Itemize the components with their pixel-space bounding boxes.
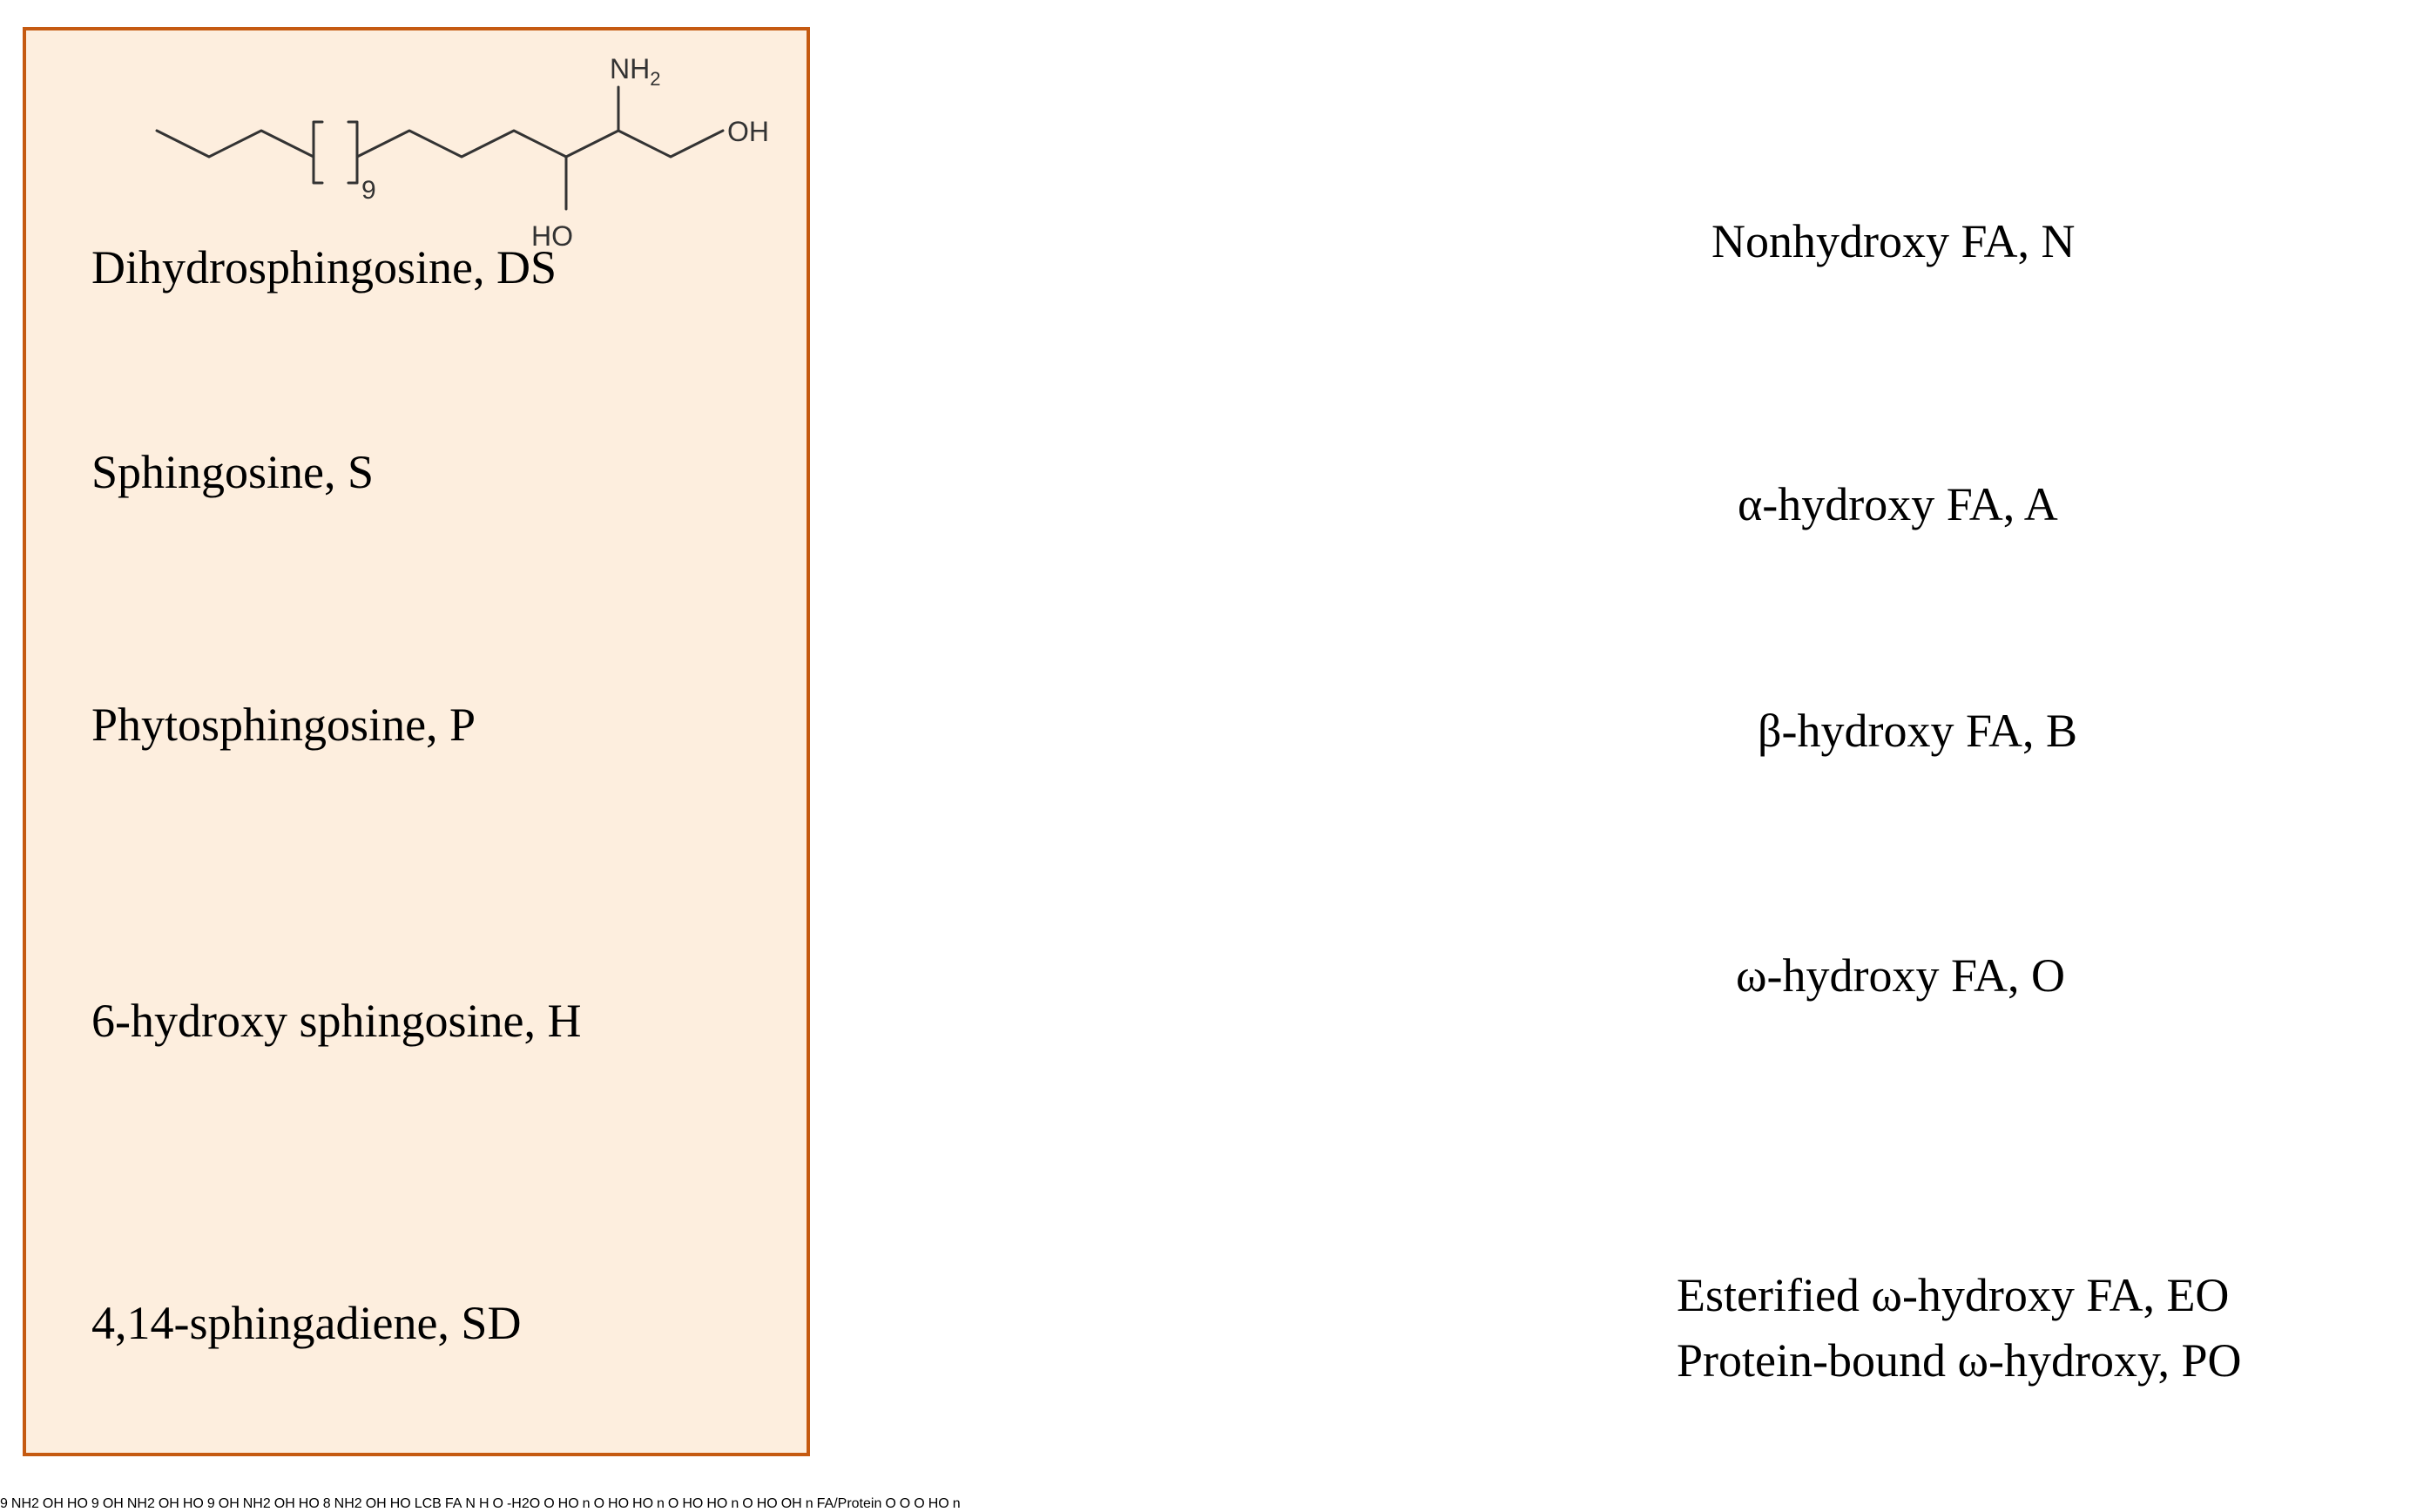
caption-n: Nonhydroxy FA, N bbox=[1711, 215, 2076, 267]
structure-beta-hydroxy-fa: O HO HO n bbox=[667, 1496, 739, 1511]
caption-p: Phytosphingosine, P bbox=[91, 699, 476, 751]
lcb-box: LCB FA N H O -H2O O HO n O HO bbox=[91, 218, 2242, 1511]
caption-h: 6-hydroxy sphingosine, H bbox=[91, 995, 582, 1047]
svg-text:OH: OH bbox=[727, 116, 769, 147]
svg-text:NH2: NH2 bbox=[610, 53, 660, 90]
caption-s: Sphingosine, S bbox=[91, 446, 375, 498]
structure-nonhydroxy-fa: O HO n bbox=[543, 1496, 591, 1511]
caption-po: Protein-bound ω-hydroxy, PO bbox=[1677, 1334, 2242, 1387]
caption-a: α-hydroxy FA, A bbox=[1738, 478, 2058, 530]
structure-esterified-omega-hydroxy-fa: FA/Protein O O O HO n bbox=[817, 1496, 961, 1511]
structure-omega-hydroxy-fa: O HO OH n bbox=[742, 1496, 813, 1511]
svg-text:9: 9 bbox=[361, 176, 376, 205]
caption-o: ω-hydroxy FA, O bbox=[1736, 949, 2066, 1002]
structure-sphingadiene: 8 NH2 OH HO bbox=[322, 1496, 411, 1511]
caption-eo: Esterified ω-hydroxy FA, EO bbox=[1677, 1269, 2230, 1321]
caption-ds: Dihydrosphingosine, DS bbox=[91, 241, 557, 294]
fa-protein-box: FA/Protein O O O HO n bbox=[816, 1496, 961, 1511]
svg-text:HO: HO bbox=[531, 220, 573, 252]
fa-protein-label: FA/Protein bbox=[816, 1496, 882, 1511]
structure-alpha-hydroxy-fa: O HO HO n bbox=[593, 1496, 665, 1511]
water-loss-label: -H2O bbox=[506, 1496, 541, 1511]
down-arrow-head: -H2O O HO n O HO HO n O HO HO n bbox=[91, 218, 2242, 1511]
structure-phytosphingosine: 9 OH NH2 OH HO bbox=[91, 1496, 204, 1511]
fa-label: FA bbox=[444, 1496, 462, 1511]
o-atom-label: O bbox=[492, 1496, 503, 1511]
fa-panel: O HO n O HO HO n O HO HO n O HO O bbox=[91, 218, 2242, 1511]
caption-sd: 4,14-sphingadiene, SD bbox=[91, 1297, 522, 1349]
structure-6-hydroxy-sphingosine: 9 OH NH2 OH HO bbox=[206, 1496, 320, 1511]
fa-background: LCB FA N H O -H2O O HO n O HO bbox=[91, 218, 2242, 1511]
fa-box: FA N H O -H2O O HO n O HO HO n bbox=[91, 218, 2242, 1511]
lcb-arrow: -H2O O HO n O HO HO n O HO HO n bbox=[91, 218, 2242, 1511]
down-arrow-shaft: -H2O O HO n O HO HO n O HO HO n bbox=[91, 218, 2242, 1511]
structure-dihydrosphingosine: 9 NH2 OH HO bbox=[155, 53, 769, 252]
n-atom-label: N bbox=[465, 1496, 476, 1511]
lcb-panel bbox=[23, 27, 810, 1456]
caption-b: β-hydroxy FA, B bbox=[1758, 705, 2077, 757]
structure-sphingosine: 9 NH2 OH HO bbox=[0, 1496, 88, 1511]
h-atom-label: H bbox=[478, 1496, 489, 1511]
amide-bond-structure: N H O bbox=[465, 1496, 507, 1511]
fa-arrow: -H2O O HO n O HO HO n O HO HO n bbox=[91, 218, 2242, 1511]
lcb-label: LCB bbox=[414, 1496, 442, 1511]
lcb-background: LCB FA N H O -H2O O HO n O HO bbox=[91, 218, 2242, 1511]
